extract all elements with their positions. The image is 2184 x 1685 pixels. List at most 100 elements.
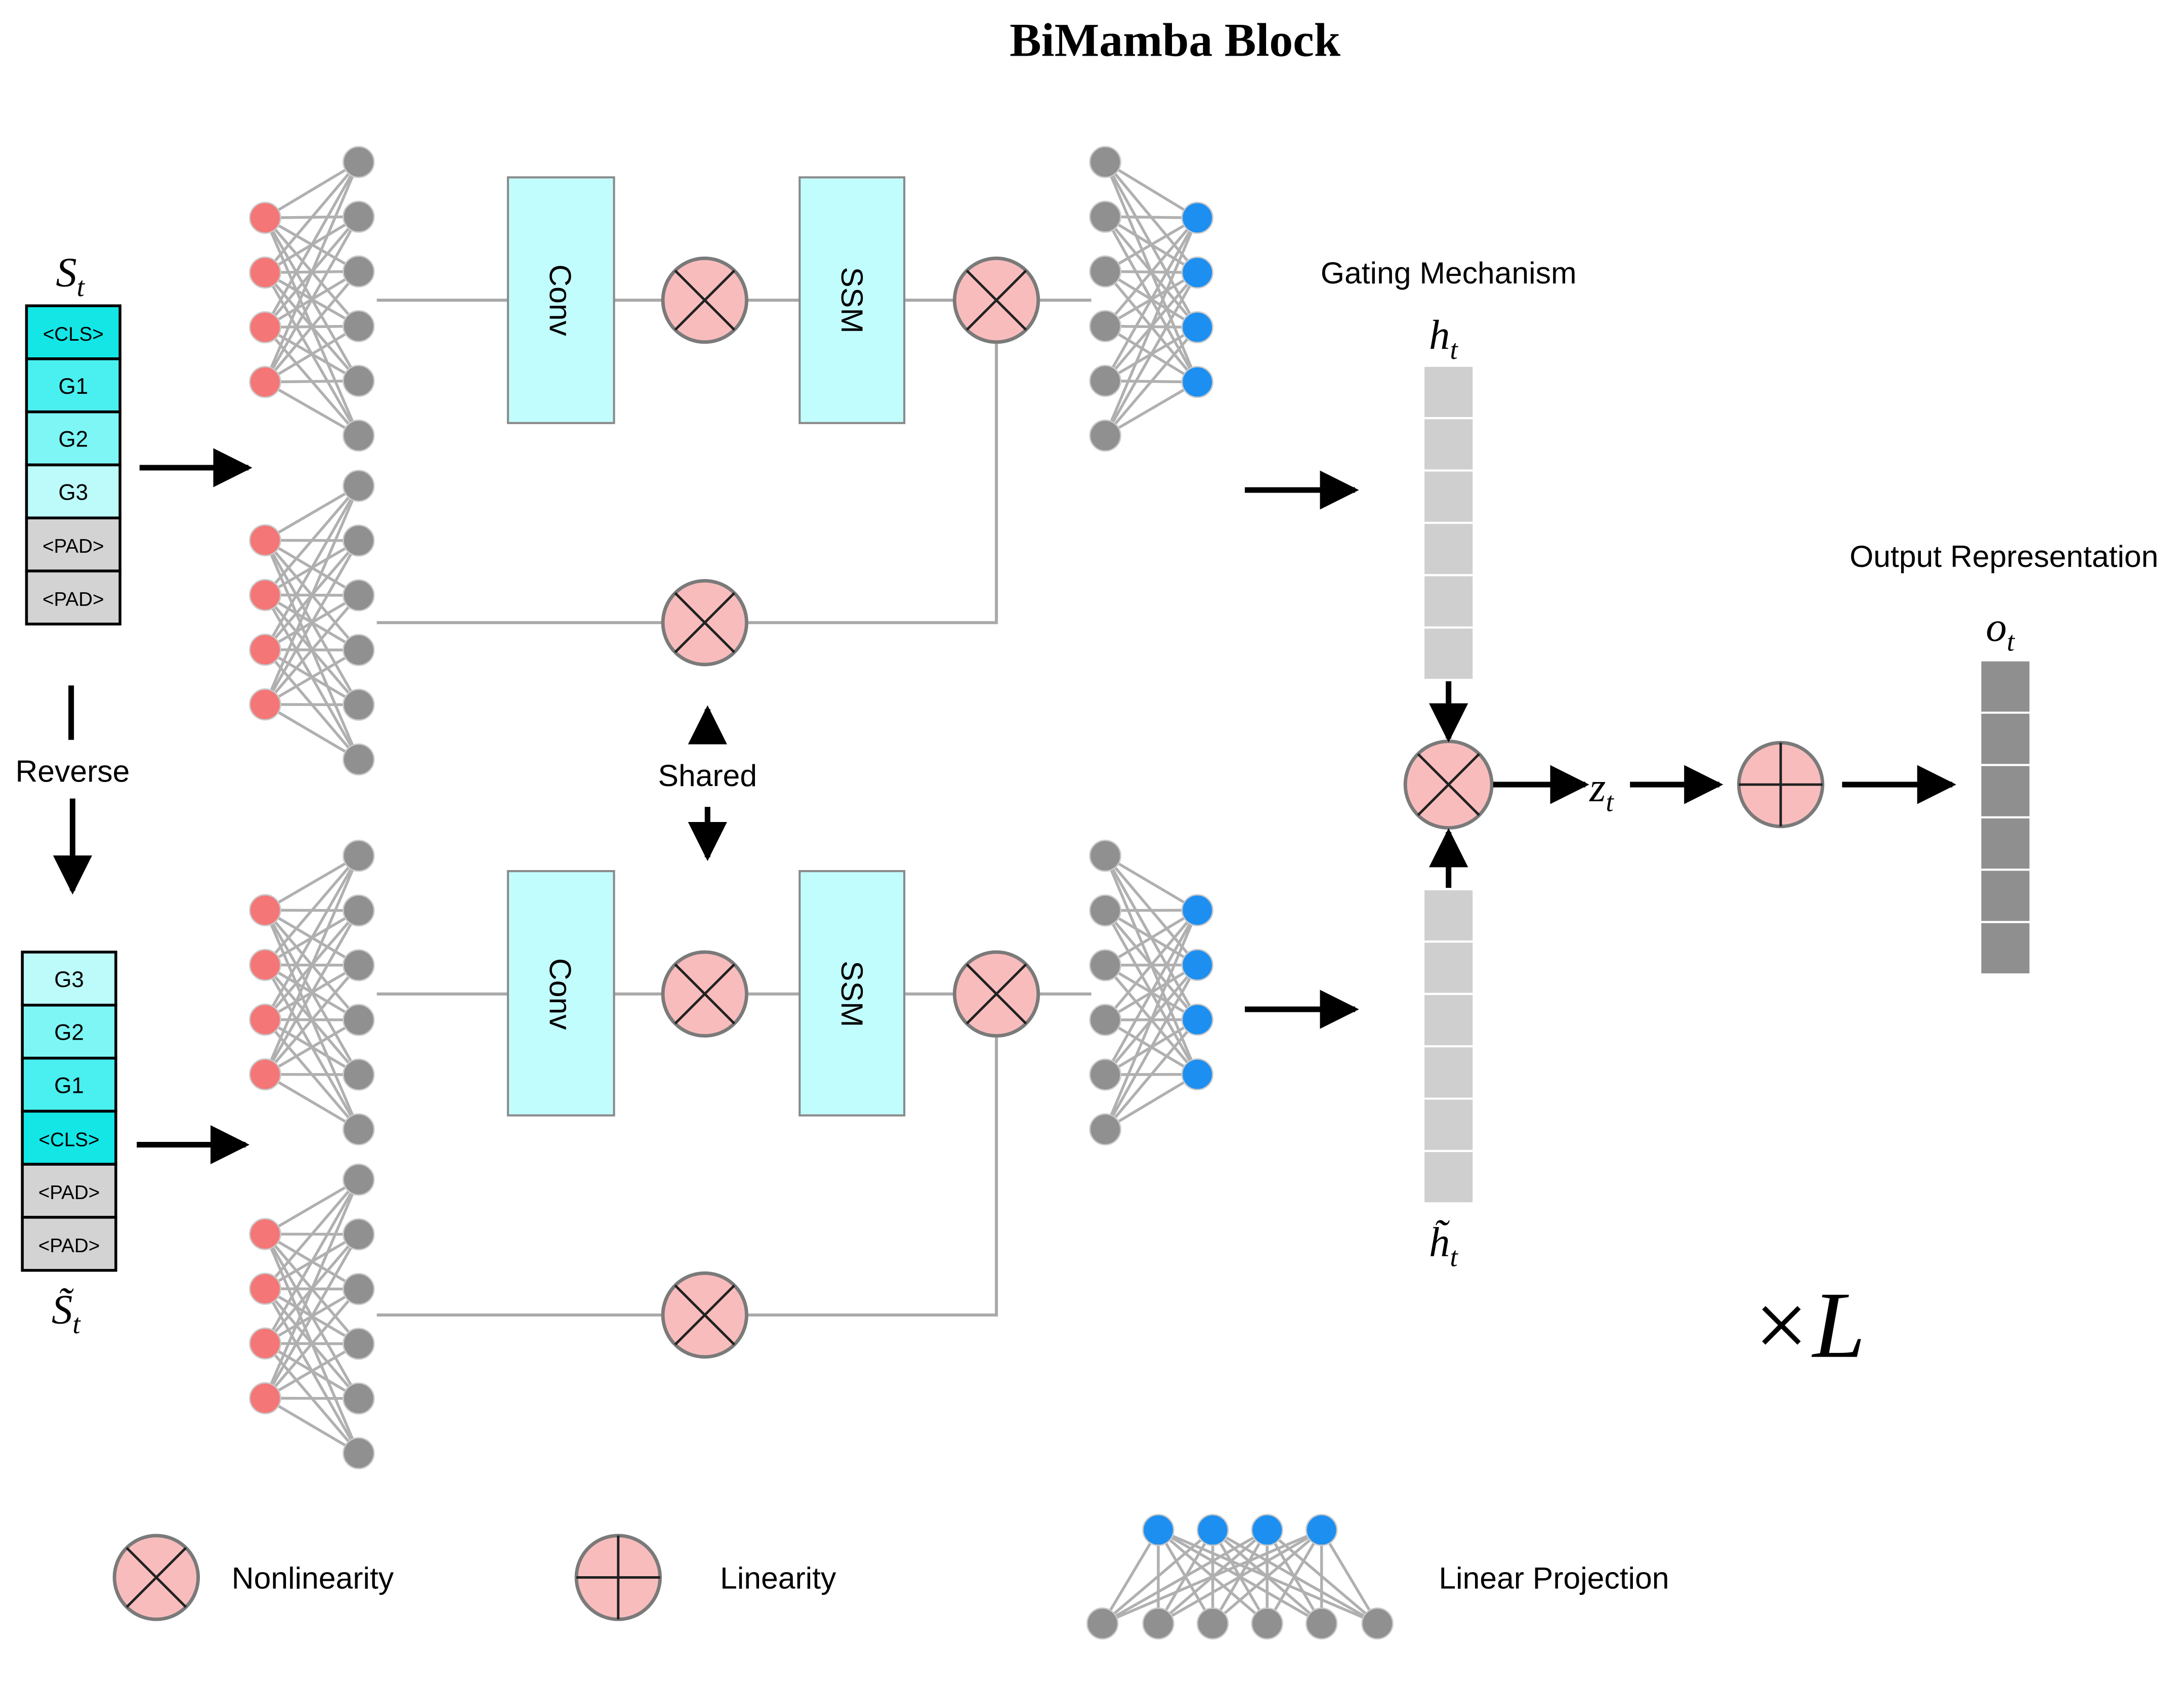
output-proj-forward-in-node-1 bbox=[1089, 200, 1121, 233]
input-proj-reverse-z-out-node-2 bbox=[343, 1273, 375, 1305]
o-t-vector-cell-5 bbox=[1979, 921, 2032, 976]
input-proj-forward-x-in-node-2 bbox=[249, 311, 281, 344]
input-proj-forward-z-out-node-0 bbox=[343, 470, 375, 502]
input-proj-reverse-z-in-node-0 bbox=[249, 1218, 281, 1250]
input-proj-reverse-x-out-node-4 bbox=[343, 1058, 375, 1091]
h-tilde-vector-cell-2 bbox=[1422, 993, 1475, 1048]
h-t-vector-cell-1 bbox=[1422, 417, 1475, 472]
input-proj-forward-x-out-node-2 bbox=[343, 255, 375, 287]
shared-label: Shared bbox=[658, 758, 757, 793]
input-proj-forward-z-in-node-1 bbox=[249, 579, 281, 611]
input-proj-forward-x bbox=[249, 146, 375, 452]
output-proj-reverse-in-node-4 bbox=[1089, 1058, 1121, 1091]
h-t-vector-cell-5 bbox=[1422, 626, 1475, 681]
input-proj-forward-z-out-node-5 bbox=[343, 743, 375, 776]
output-proj-reverse-out-node-2 bbox=[1181, 1003, 1213, 1036]
svg-text:G3: G3 bbox=[54, 967, 84, 992]
svg-text:<CLS>: <CLS> bbox=[38, 1129, 99, 1150]
input-proj-forward-z bbox=[249, 470, 375, 776]
output-proj-forward-in-node-2 bbox=[1089, 255, 1121, 287]
reverse-token-4: <PAD> bbox=[21, 1163, 117, 1219]
o-t-vector-cell-4 bbox=[1979, 869, 2032, 923]
wires bbox=[376, 299, 1091, 1317]
input-proj-reverse-z-out-node-0 bbox=[343, 1163, 375, 1196]
input-proj-forward-z-in-node-3 bbox=[249, 688, 281, 721]
input-proj-forward-z-out-node-2 bbox=[343, 579, 375, 611]
output-proj-reverse-out-node-0 bbox=[1181, 894, 1213, 926]
input-proj-reverse-x-out-node-1 bbox=[343, 894, 375, 927]
s-tilde-symbol: S̃t bbox=[52, 1286, 81, 1339]
input-proj-reverse-z-in-node-2 bbox=[249, 1327, 281, 1360]
input-proj-reverse-z-in-node-1 bbox=[249, 1272, 281, 1305]
hidden-vectors bbox=[1422, 364, 2032, 1205]
o-t-vector bbox=[1979, 659, 2032, 976]
output-proj-forward-out-node-0 bbox=[1181, 201, 1213, 234]
forward-token-2: G2 bbox=[25, 410, 121, 467]
o-t-vector-cell-2 bbox=[1979, 764, 2032, 818]
legend-linearity-label: Linearity bbox=[720, 1561, 836, 1595]
output-proj-forward-out-node-3 bbox=[1181, 365, 1213, 398]
input-proj-reverse-x-in-node-2 bbox=[249, 1003, 281, 1036]
forward-token-0: <CLS> bbox=[25, 304, 121, 360]
output-proj-reverse-in-node-5 bbox=[1089, 1113, 1121, 1145]
svg-text:<PAD>: <PAD> bbox=[43, 536, 104, 557]
output-proj-reverse-in-node-1 bbox=[1089, 894, 1121, 927]
input-proj-forward-z-out-node-4 bbox=[343, 688, 375, 721]
input-proj-forward-x-in-node-1 bbox=[249, 256, 281, 289]
conv-box-top: Conv bbox=[507, 176, 615, 424]
times-l-label: ×L bbox=[1749, 1272, 1866, 1378]
output-representation-label: Output Representation bbox=[1850, 539, 2158, 573]
svg-text:<CLS>: <CLS> bbox=[43, 323, 104, 345]
gating-multiply bbox=[1403, 739, 1494, 830]
h-t-symbol: ht bbox=[1429, 312, 1458, 365]
h-t-vector-cell-4 bbox=[1422, 574, 1475, 629]
input-proj-forward-x-in-node-3 bbox=[249, 365, 281, 398]
output-proj-reverse-in-node-3 bbox=[1089, 1004, 1121, 1036]
conv-box-bottom: Conv bbox=[507, 870, 615, 1117]
h-tilde-vector-cell-3 bbox=[1422, 1045, 1475, 1100]
linearity-add bbox=[1737, 741, 1825, 829]
s-t-symbol: St bbox=[56, 249, 85, 302]
svg-text:G2: G2 bbox=[58, 427, 88, 452]
operators bbox=[112, 256, 1825, 1640]
legend-nonlinearity-icon bbox=[112, 1534, 200, 1621]
legend: Nonlinearity Linearity Linear Projection bbox=[232, 1561, 1669, 1595]
h-tilde-vector-cell-4 bbox=[1422, 1097, 1475, 1153]
nonlinearity-top-gate bbox=[661, 579, 748, 667]
input-proj-reverse-x-in-node-3 bbox=[249, 1058, 281, 1091]
svg-text:Conv: Conv bbox=[543, 958, 578, 1030]
nonlinearity-bottom-1 bbox=[661, 950, 748, 1038]
output-proj-reverse-out-node-3 bbox=[1181, 1058, 1213, 1091]
svg-text:Conv: Conv bbox=[543, 264, 578, 336]
input-proj-reverse-z-in-node-3 bbox=[249, 1382, 281, 1415]
output-proj-forward-in-node-3 bbox=[1089, 310, 1121, 343]
diagram-title: BiMamba Block bbox=[1010, 14, 1340, 66]
h-tilde-symbol: h̃t bbox=[1429, 1219, 1458, 1272]
input-proj-forward-x-in-node-0 bbox=[249, 201, 281, 234]
output-proj-forward-in-node-4 bbox=[1089, 364, 1121, 397]
input-proj-reverse-x-out-node-3 bbox=[343, 1004, 375, 1036]
input-proj-forward-x-out-node-0 bbox=[343, 146, 375, 178]
h-tilde-vector-cell-0 bbox=[1422, 888, 1475, 943]
output-proj-forward-in-node-0 bbox=[1089, 146, 1121, 178]
reverse-token-0: G3 bbox=[21, 951, 117, 1007]
legend-linear-projection-label: Linear Projection bbox=[1439, 1561, 1669, 1595]
nonlinearity-bottom-2 bbox=[952, 950, 1040, 1038]
o-t-vector-cell-0 bbox=[1979, 659, 2032, 714]
input-proj-reverse-z-out-node-1 bbox=[343, 1218, 375, 1251]
h-tilde-vector-cell-5 bbox=[1422, 1149, 1475, 1205]
output-proj-reverse bbox=[1089, 839, 1213, 1145]
forward-token-3: G3 bbox=[25, 463, 121, 520]
output-proj-forward-out-node-2 bbox=[1181, 311, 1213, 344]
input-proj-reverse-z-out-node-4 bbox=[343, 1382, 375, 1415]
h-t-vector-cell-0 bbox=[1422, 364, 1475, 420]
output-proj-reverse-out-node-1 bbox=[1181, 949, 1213, 981]
reverse-token-2: G1 bbox=[21, 1056, 117, 1113]
o-t-symbol: ot bbox=[1986, 603, 2015, 656]
forward-token-1: G1 bbox=[25, 357, 121, 414]
input-proj-forward-x-out-node-5 bbox=[343, 419, 375, 452]
gating-mechanism-label: Gating Mechanism bbox=[1321, 256, 1577, 290]
